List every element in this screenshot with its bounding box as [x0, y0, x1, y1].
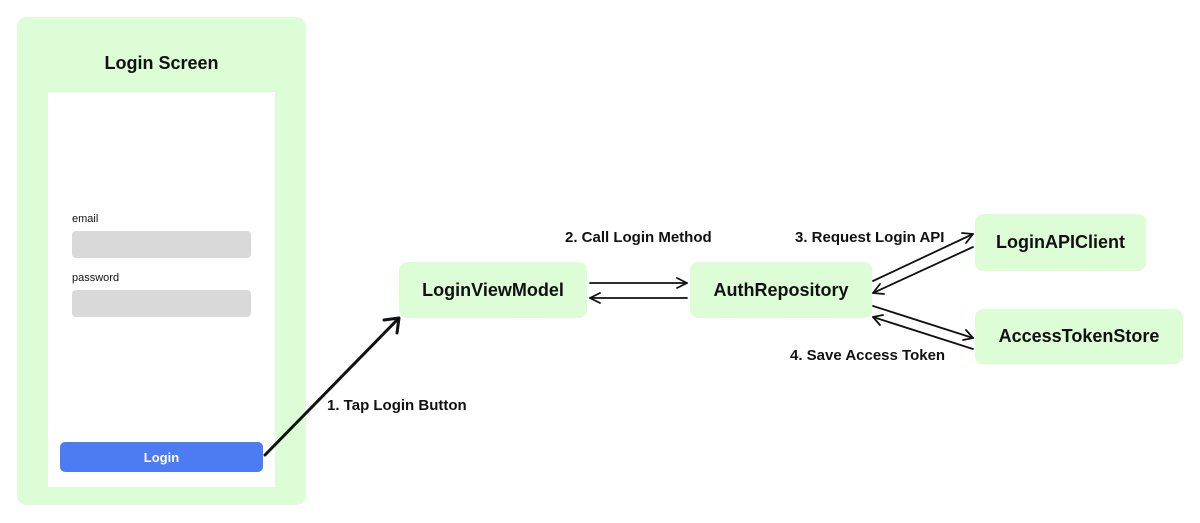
edge-label-request-api: 3. Request Login API	[795, 229, 945, 246]
arrow-save-token-return	[872, 314, 974, 350]
email-label: email	[72, 213, 99, 225]
node-auth-repository: AuthRepository	[690, 262, 872, 318]
login-screen-title: Login Screen	[104, 53, 219, 73]
login-screen-panel: Login Screen email password Login	[17, 17, 306, 505]
password-label: password	[72, 272, 120, 284]
edge-label-call-login: 2. Call Login Method	[565, 229, 712, 246]
edge-label-save-token: 4. Save Access Token	[790, 347, 946, 364]
phone-screen: email password Login	[48, 92, 275, 487]
password-field[interactable]	[72, 290, 251, 317]
email-field[interactable]	[72, 231, 251, 258]
arrow-call-login	[589, 277, 688, 289]
node-access-token-store: AccessTokenStore	[975, 309, 1183, 364]
arrow-request-api-return	[872, 246, 974, 295]
login-button[interactable]: Login	[60, 442, 263, 472]
arrow-call-login-return	[589, 292, 688, 304]
arrow-save-token	[872, 305, 974, 341]
node-login-view-model: LoginViewModel	[399, 262, 587, 318]
edge-label-tap-login: 1. Tap Login Button	[327, 397, 467, 414]
node-login-api-client: LoginAPIClient	[975, 214, 1146, 271]
